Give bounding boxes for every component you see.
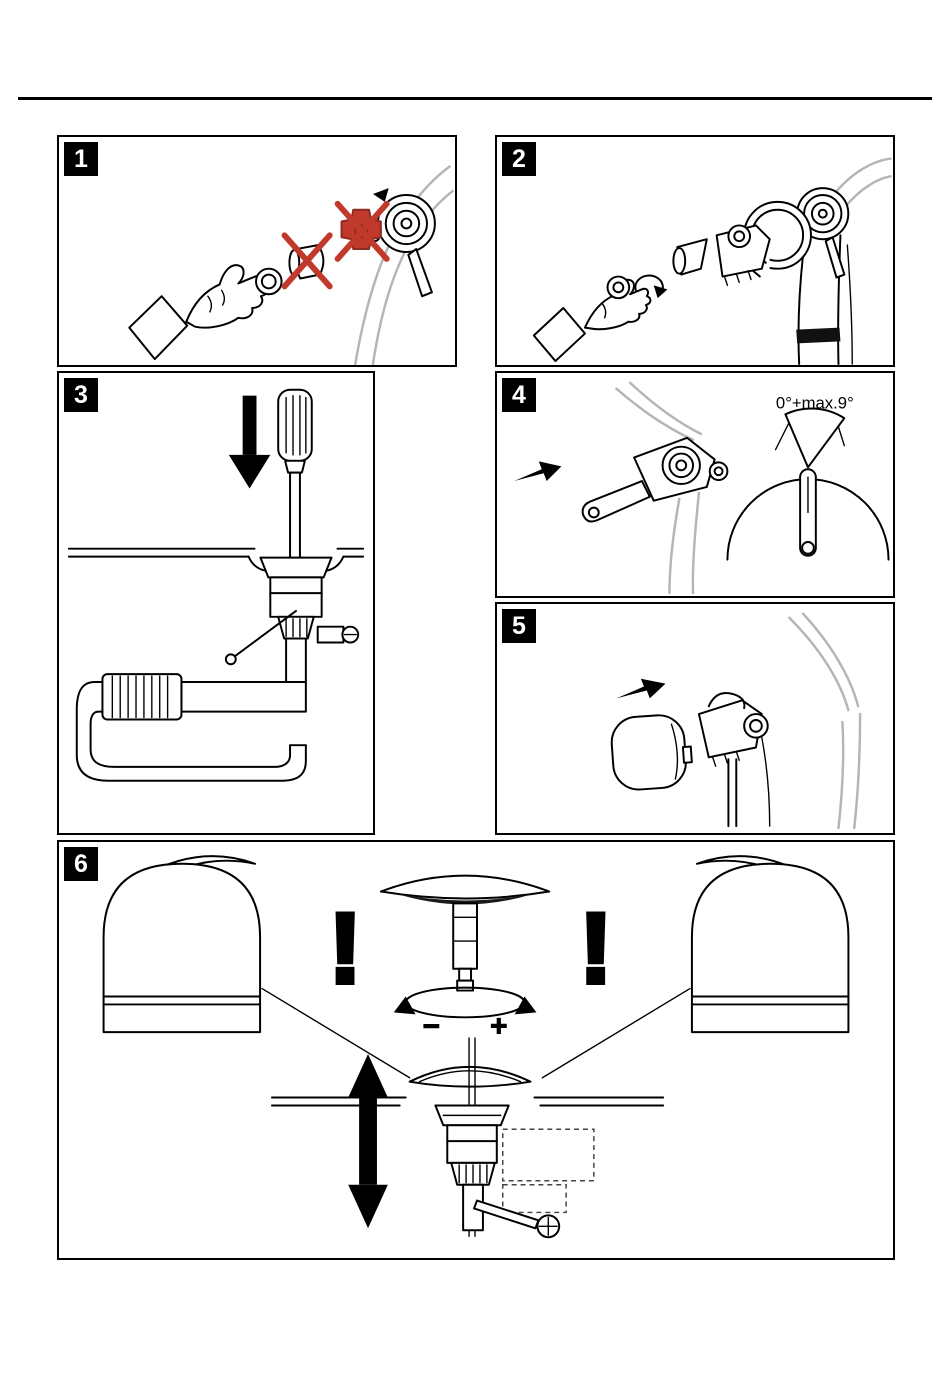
drain-body-section bbox=[224, 556, 360, 683]
step-number-badge: 2 bbox=[502, 142, 536, 176]
press-down-arrow-icon bbox=[228, 395, 271, 489]
red-cross-icon bbox=[334, 200, 390, 262]
hose-band bbox=[796, 327, 841, 344]
knob-cap-part bbox=[610, 714, 693, 791]
step-panel-5: 5 bbox=[495, 602, 895, 835]
angle-range-label: 0°+max.9° bbox=[776, 393, 854, 412]
knob-right-diagram bbox=[690, 855, 850, 1034]
rotate-arrow-left-icon bbox=[393, 996, 416, 1015]
seal-ring-part bbox=[606, 275, 631, 300]
step-panel-2: 2 bbox=[495, 135, 895, 367]
step-panel-3: 3 bbox=[57, 371, 375, 835]
knob-left-diagram bbox=[102, 855, 262, 1034]
bracket-assembly bbox=[697, 691, 771, 828]
leader-line-left bbox=[261, 987, 411, 1079]
faucet-spout-outline bbox=[788, 612, 862, 830]
popup-plug-adjuster: − + bbox=[379, 874, 551, 1044]
step-number-badge: 1 bbox=[64, 142, 98, 176]
plus-label: + bbox=[490, 1010, 507, 1043]
step-3-illustration bbox=[67, 388, 365, 782]
step-panel-6: 6 ! ! bbox=[57, 840, 895, 1260]
step-4-illustration: 0°+max.9° bbox=[514, 381, 890, 595]
direction-arrow-icon bbox=[372, 188, 389, 202]
prohibited-part-white bbox=[281, 232, 333, 290]
cone-nut-part bbox=[672, 238, 708, 276]
warning-exclamation-left: ! bbox=[329, 893, 362, 1004]
leader-line-right bbox=[541, 987, 691, 1079]
step-panel-1: 1 bbox=[57, 135, 457, 367]
push-arrow-icon bbox=[514, 461, 562, 482]
faucet-spout-outline bbox=[831, 157, 892, 209]
step-2-illustration bbox=[532, 157, 892, 365]
p-trap-section bbox=[75, 673, 307, 782]
lever-part bbox=[473, 1199, 540, 1230]
step-number-badge: 6 bbox=[64, 847, 98, 881]
step-number-badge: 3 bbox=[64, 378, 98, 412]
step-number-badge: 4 bbox=[502, 378, 536, 412]
seal-ring-part bbox=[255, 267, 283, 296]
popup-rod bbox=[233, 609, 297, 658]
hand-icon bbox=[532, 278, 652, 363]
angle-gauge-diagram bbox=[726, 407, 890, 561]
step-number-badge: 5 bbox=[502, 609, 536, 643]
bracket-part bbox=[715, 224, 771, 287]
rotate-arrow-icon bbox=[634, 274, 668, 299]
red-cross-icon bbox=[281, 232, 333, 290]
prohibited-part-red bbox=[334, 200, 390, 262]
lever-part bbox=[581, 480, 651, 523]
step-6-illustration: ! ! − + bbox=[102, 855, 850, 1239]
header-rule bbox=[18, 97, 932, 100]
push-arrow-icon bbox=[616, 678, 666, 699]
faucet-base-assembly bbox=[581, 381, 729, 595]
warning-exclamation-right: ! bbox=[579, 893, 612, 1004]
screwdriver-icon bbox=[277, 388, 313, 612]
hand-icon bbox=[128, 264, 268, 361]
drain-cross-section bbox=[270, 1037, 665, 1239]
step-panel-4: 4 0°+max.9° bbox=[495, 371, 895, 598]
rotate-arrow-right-icon bbox=[514, 996, 537, 1015]
step-1-illustration bbox=[128, 165, 454, 365]
step-5-illustration bbox=[610, 612, 862, 830]
ball-joint-part bbox=[368, 188, 436, 298]
minus-label: − bbox=[423, 1010, 440, 1043]
up-down-arrow-icon bbox=[348, 1053, 388, 1229]
